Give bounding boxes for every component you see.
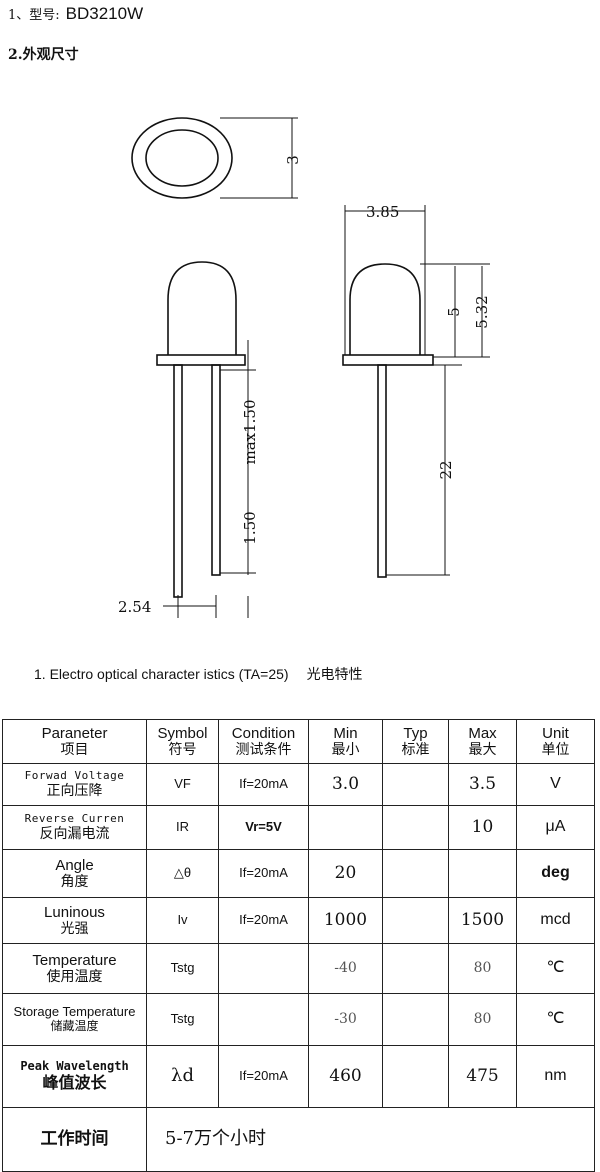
- work-time-row: 工作时间 5-7万个小时: [2, 1107, 595, 1172]
- dimension-title: 2.外观尺寸: [8, 47, 79, 63]
- unit-cell: ℃: [516, 943, 595, 994]
- unit-cell: nm: [516, 1045, 595, 1108]
- led-front-lead-right: [211, 364, 221, 576]
- condition-cell: If=20mA: [218, 1045, 309, 1108]
- unit-cell: μA: [516, 805, 595, 850]
- symbol-cell: Tstg: [146, 993, 219, 1046]
- symbol-cell: VF: [146, 763, 219, 806]
- typ-cell: [382, 993, 449, 1046]
- condition-cell: [218, 943, 309, 994]
- max-cell: 475: [448, 1045, 517, 1108]
- led-side-lead: [377, 364, 387, 578]
- condition-cell: Vr=5V: [218, 805, 309, 850]
- dim-width: 3.85: [366, 203, 399, 221]
- typ-cell: [382, 897, 449, 944]
- min-cell: 1000: [308, 897, 383, 944]
- min-cell: -30: [308, 993, 383, 1046]
- condition-cell: If=20mA: [218, 849, 309, 898]
- typ-cell: [382, 763, 449, 806]
- work-time-value: 5-7万个小时: [146, 1107, 595, 1172]
- symbol-cell: △θ: [146, 849, 219, 898]
- max-cell: 10: [448, 805, 517, 850]
- dim-height-top: 3: [284, 155, 302, 165]
- dim-body-height: 5: [445, 307, 463, 317]
- unit-cell: deg: [516, 849, 595, 898]
- condition-cell: If=20mA: [218, 897, 309, 944]
- section-title-en: 1. Electro optical character istics (TA=…: [34, 666, 289, 682]
- max-cell: 80: [448, 993, 517, 1046]
- led-front-flange: [156, 354, 246, 366]
- max-cell: 80: [448, 943, 517, 994]
- condition-cell: If=20mA: [218, 763, 309, 806]
- dim-lead-bottom: 1.50: [241, 511, 259, 544]
- section-title: 1. Electro optical character istics (TA=…: [34, 664, 363, 684]
- unit-cell: mcd: [516, 897, 595, 944]
- symbol-cell: IR: [146, 805, 219, 850]
- model-value: BD3210W: [65, 4, 144, 23]
- min-cell: 3.0: [308, 763, 383, 806]
- unit-cell: V: [516, 763, 595, 806]
- led-side-body: [349, 263, 421, 355]
- model-title: 1、型号: BD3210W: [8, 4, 143, 24]
- unit-cell: ℃: [516, 993, 595, 1046]
- max-cell: [448, 849, 517, 898]
- min-cell: -40: [308, 943, 383, 994]
- condition-cell: [218, 993, 309, 1046]
- min-cell: [308, 805, 383, 850]
- min-cell: 460: [308, 1045, 383, 1108]
- dim-lead-max: max1.50: [241, 399, 259, 464]
- typ-cell: [382, 849, 449, 898]
- dim-lead-length: 22: [437, 460, 455, 479]
- section-title-zh: 光电特性: [306, 667, 363, 683]
- typ-cell: [382, 943, 449, 994]
- symbol-cell: Tstg: [146, 943, 219, 994]
- typ-cell: [382, 1045, 449, 1108]
- symbol-cell: λd: [146, 1045, 219, 1108]
- max-cell: 1500: [448, 897, 517, 944]
- min-cell: 20: [308, 849, 383, 898]
- led-top-view-outer: [131, 117, 233, 199]
- max-cell: 3.5: [448, 763, 517, 806]
- led-top-view-inner: [145, 129, 219, 187]
- led-front-lead-left: [173, 364, 183, 598]
- led-dimension-drawing: 3 3.85 5 5.32 max1.50 1.50 22 2.54: [118, 117, 491, 618]
- dim-pitch: 2.54: [118, 598, 151, 616]
- symbol-cell: Iv: [146, 897, 219, 944]
- model-prefix: 1、型号:: [8, 8, 60, 23]
- led-side-flange: [342, 354, 434, 366]
- typ-cell: [382, 805, 449, 850]
- dim-total-height: 5.32: [473, 295, 491, 328]
- led-front-body: [167, 261, 237, 355]
- work-time-label: 工作时间: [2, 1107, 147, 1172]
